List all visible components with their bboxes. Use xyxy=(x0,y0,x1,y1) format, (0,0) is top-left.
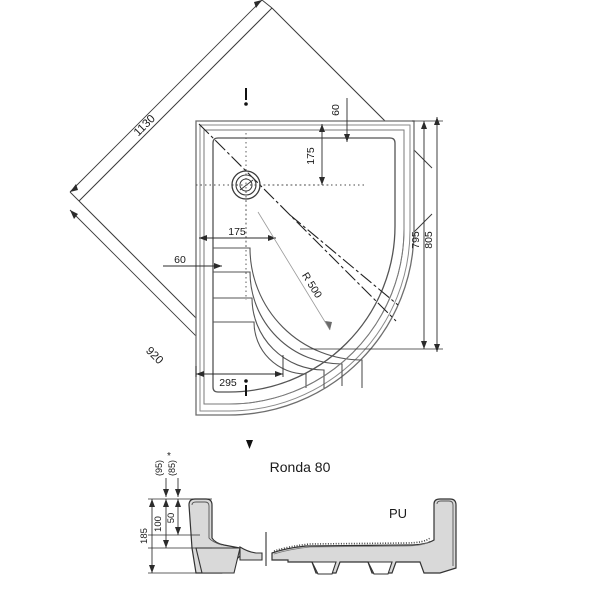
drain-centerlines xyxy=(196,133,366,300)
corner-arc-lines xyxy=(228,228,405,405)
dim-60-horizontal xyxy=(163,263,222,269)
groove-arc-3 xyxy=(213,297,325,388)
dim-1130-arrow-b xyxy=(70,184,78,192)
dim-175-vertical xyxy=(246,124,330,186)
dim-295-arrow-l xyxy=(196,371,204,377)
dim-920-arrow-a xyxy=(70,210,78,219)
tray-rim-offset-line xyxy=(199,124,411,412)
dim-295-arrow-r xyxy=(275,371,283,377)
basin-outline xyxy=(212,137,396,393)
dim-175-v-arrow-top xyxy=(319,124,325,132)
section-support-legs xyxy=(311,561,393,575)
section-left-foot xyxy=(195,547,241,574)
section-dim-label-95: (95) xyxy=(154,460,164,476)
plan-view-group: 1130 920 xyxy=(69,0,443,416)
section-marker-top-dot xyxy=(244,102,248,106)
dim-label-175-horizontal: 175 xyxy=(228,226,246,238)
corner-arc-outer xyxy=(228,228,405,405)
dim-r500 xyxy=(257,211,332,331)
symmetry-axis-line-2 xyxy=(289,214,399,306)
dim-60-h-arrow xyxy=(214,263,222,269)
section-dim-185-arrow-b xyxy=(149,565,155,573)
dim-r500-arrow xyxy=(325,321,332,330)
section-left-deck-stub xyxy=(239,546,263,561)
dim-175-h-arrow-r xyxy=(268,235,276,241)
symmetry-axis xyxy=(198,123,397,322)
groove-arc-2 xyxy=(213,271,343,386)
dim-1130-ext-a xyxy=(261,0,273,9)
section-pu-surface xyxy=(273,537,431,552)
dim-label-795: 795 xyxy=(410,231,422,249)
section-marker-bottom xyxy=(244,379,248,396)
leader-95-arrow xyxy=(163,489,169,497)
material-label-pu: PU xyxy=(389,506,407,521)
section-direction-arrow xyxy=(246,440,253,449)
dim-r500-leader xyxy=(257,211,331,331)
section-view-group: PU 185 100 50 xyxy=(139,451,457,575)
section-dim-185-arrow-t xyxy=(149,499,155,507)
section-dim-label-50: 50 xyxy=(166,513,177,524)
section-marker-top xyxy=(244,88,248,106)
groove-arc-1 xyxy=(213,247,363,388)
groove-arcs xyxy=(213,247,363,388)
dim-1130 xyxy=(69,0,273,202)
dim-175-v-arrow-bot xyxy=(319,177,325,185)
section-pu-surface-under xyxy=(273,540,431,555)
dim-label-60-vertical: 60 xyxy=(330,104,342,116)
symmetry-axis-line xyxy=(198,123,397,322)
section-dim-label-100: 100 xyxy=(153,516,164,532)
section-left-rim-innerline xyxy=(191,501,223,546)
dim-175-horizontal xyxy=(199,200,276,246)
symmetry-axis-2 xyxy=(289,214,399,306)
section-right-rim-innerline xyxy=(436,500,454,566)
dim-295 xyxy=(195,355,284,377)
drawing-title: Ronda 80 xyxy=(270,459,331,475)
dim-795 xyxy=(421,121,427,349)
section-dim-50-arrow-b xyxy=(175,527,181,535)
section-leg-1 xyxy=(311,561,337,575)
section-dims xyxy=(148,498,212,574)
section-dim-label-185: 185 xyxy=(139,528,150,544)
dim-label-805: 805 xyxy=(423,231,435,249)
section-dim-100-arrow-b xyxy=(163,540,169,548)
section-top-leaders xyxy=(163,478,181,497)
dim-795-arrow-bot xyxy=(421,341,427,349)
dim-1130-arrow-a xyxy=(254,0,262,8)
dim-label-295: 295 xyxy=(219,377,237,389)
section-leg-2 xyxy=(367,561,393,575)
section-asterisk: * xyxy=(167,451,171,462)
section-dim-100-arrow-t xyxy=(163,499,169,507)
dim-1130-line xyxy=(69,0,263,193)
dim-label-175-vertical: 175 xyxy=(305,147,317,165)
diamond-edge-upper-left xyxy=(78,7,273,202)
dim-175-h-arrow-l xyxy=(199,235,207,241)
section-dim-label-85: (85) xyxy=(167,460,177,476)
section-marker-bottom-dot xyxy=(244,379,248,383)
section-dim-50-arrow-t xyxy=(175,499,181,507)
section-direction-arrowhead xyxy=(246,440,253,449)
groove-arc-4 xyxy=(213,321,307,388)
dim-label-60-horizontal: 60 xyxy=(174,254,186,266)
dim-805 xyxy=(300,117,443,352)
dim-1130-ext-b xyxy=(69,191,80,202)
dim-60-vertical xyxy=(344,98,350,142)
dim-805-arrow-bot xyxy=(434,344,440,352)
dim-795-arrow-top xyxy=(421,121,427,129)
dim-60-v-arrow xyxy=(344,134,350,142)
leader-85-arrow xyxy=(175,489,181,497)
